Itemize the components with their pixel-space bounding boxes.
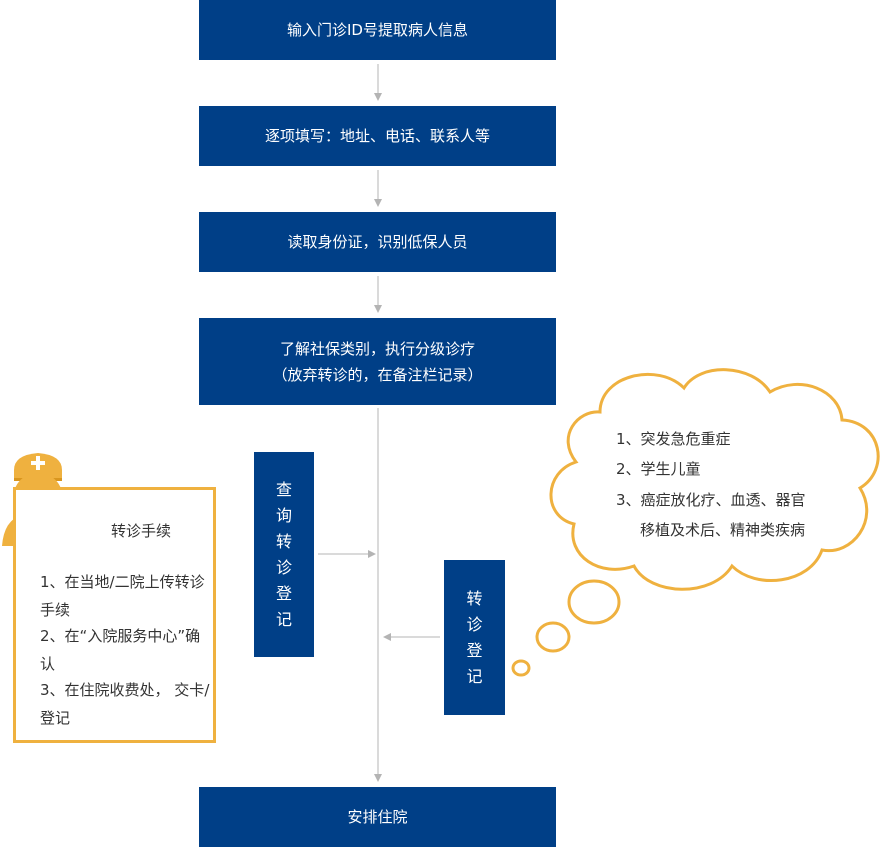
step-arrange-admission: 安排住院 <box>199 787 556 847</box>
referral-register-char: 记 <box>466 666 483 686</box>
step-read-id-card: 读取身份证，识别低保人员 <box>199 212 556 272</box>
step-fill-contact-info-label: 逐项填写：地址、电话、联系人等 <box>264 127 490 145</box>
referral-register-char: 转 <box>466 588 483 608</box>
step-fetch-patient-info-label: 输入门诊ID号提取病人信息 <box>287 21 468 39</box>
query-referral-char: 诊 <box>275 557 292 577</box>
procedure-item: 1、在当地/二院上传转诊手续 <box>40 573 205 619</box>
thought-bubble-small <box>511 659 531 677</box>
referral-register-char: 诊 <box>466 614 483 634</box>
referral-register-box: 转 诊 登 记 <box>444 560 505 715</box>
thought-bubble-medium <box>535 621 571 653</box>
step-social-security-line1: 了解社保类别，执行分级诊疗 <box>279 339 475 358</box>
step-fetch-patient-info: 输入门诊ID号提取病人信息 <box>199 0 556 60</box>
query-referral-char: 查 <box>275 479 292 499</box>
priority-item: 1、突发急危重症 <box>616 430 731 448</box>
query-referral-box: 查 询 转 诊 登 记 <box>254 452 314 657</box>
step-fill-contact-info: 逐项填写：地址、电话、联系人等 <box>199 106 556 166</box>
thought-cloud <box>511 368 880 677</box>
procedure-item: 3、在住院收费处， 交卡/登记 <box>40 681 210 727</box>
query-referral-char: 询 <box>275 505 292 525</box>
priority-item: 3、癌症放化疗、血透、器官 <box>616 491 806 509</box>
step-social-security-line2: （放弃转诊的，在备注栏记录） <box>272 365 483 384</box>
thought-bubble-large <box>567 579 621 625</box>
referral-register-char: 登 <box>466 640 483 660</box>
query-referral-char: 记 <box>275 609 292 629</box>
query-referral-char: 转 <box>275 531 292 551</box>
referral-procedures-note: 转诊手续 1、在当地/二院上传转诊手续 2、在“入院服务中心”确认 3、在住院收… <box>13 487 216 743</box>
priority-item: 移植及术后、精神类疾病 <box>640 521 806 539</box>
step-read-id-card-label: 读取身份证，识别低保人员 <box>287 233 468 251</box>
priority-item: 2、学生儿童 <box>616 460 701 478</box>
step-social-security: 了解社保类别，执行分级诊疗 （放弃转诊的，在备注栏记录） <box>199 318 556 405</box>
step-arrange-admission-label: 安排住院 <box>347 808 408 826</box>
referral-procedures-title: 转诊手续 <box>111 522 172 540</box>
query-referral-char: 登 <box>275 583 292 603</box>
procedure-item: 2、在“入院服务中心”确认 <box>40 627 201 673</box>
